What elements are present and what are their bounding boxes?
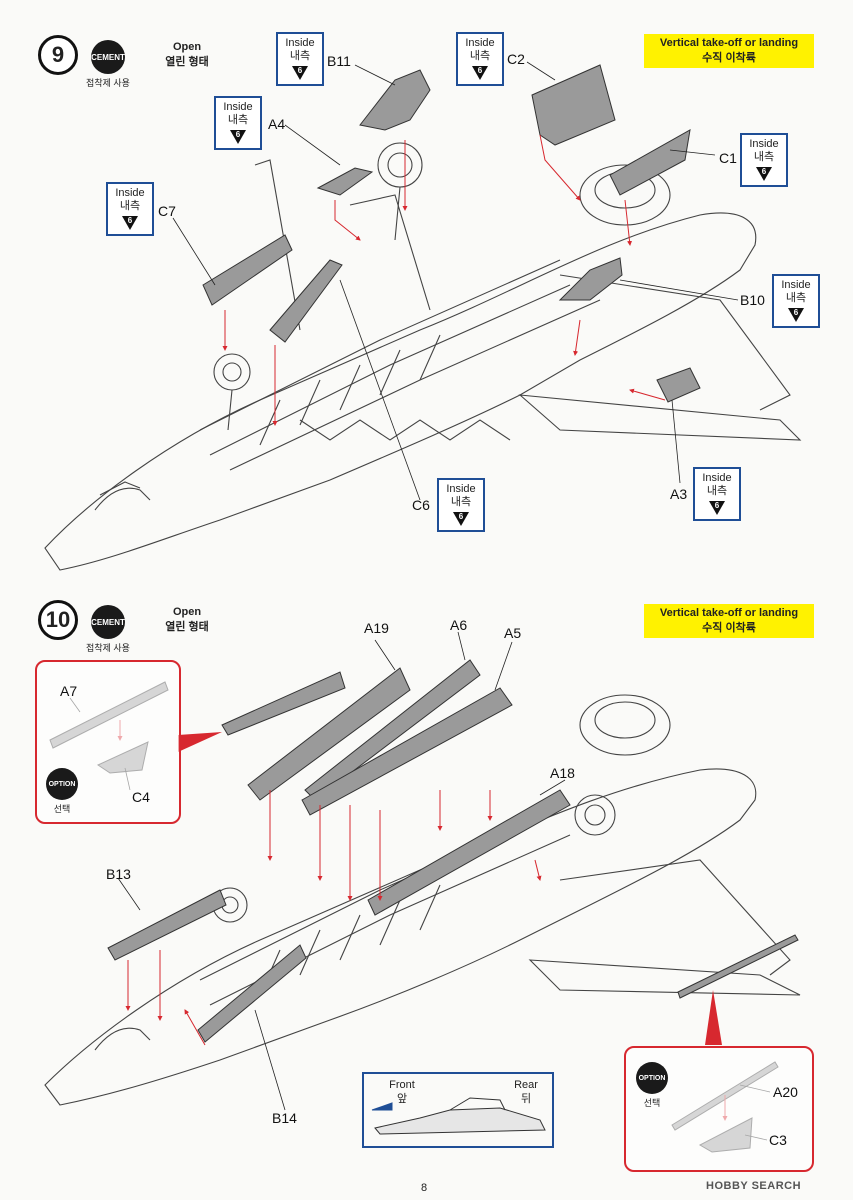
vtol-note-step9: Vertical take-off or landing 수직 이착륙 — [644, 34, 814, 68]
part-label-c3: C3 — [769, 1132, 787, 1148]
open-label-step10: Open 열린 형태 — [162, 605, 212, 635]
part-label-b13: B13 — [106, 866, 131, 882]
cement-note: 접착제 사용 — [86, 78, 130, 88]
cement-note: 접착제 사용 — [86, 643, 130, 653]
part-label-b14: B14 — [272, 1110, 297, 1126]
cement-step9: CEMENT 접착제 사용 — [86, 40, 130, 89]
step-9-number: 9 — [38, 35, 78, 75]
open-label-step9: Open 열린 형태 — [162, 40, 212, 70]
part-label-a18: A18 — [550, 765, 575, 781]
cement-icon: CEMENT — [91, 40, 125, 74]
vtol-ko: 수직 이착륙 — [702, 622, 756, 634]
step9-aircraft — [44, 142, 802, 571]
part-label-c1: C1 — [719, 150, 737, 166]
watermark: HOBBY SEARCH — [706, 1180, 802, 1192]
part-label-b11: B11 — [327, 53, 351, 69]
part-label-a4: A4 — [268, 116, 286, 132]
part-label-c7: C7 — [158, 203, 176, 219]
option-icon: OPTION — [46, 768, 78, 800]
part-label-a3: A3 — [670, 486, 688, 502]
open-en: Open — [172, 41, 202, 53]
front-rear-box — [362, 1072, 554, 1148]
open-ko: 열린 형태 — [165, 56, 209, 68]
part-label-a5: A5 — [504, 625, 522, 641]
cement-icon: CEMENT — [91, 605, 125, 639]
vtol-note-step10: Vertical take-off or landing 수직 이착륙 — [644, 604, 814, 638]
callout-pointer-a7 — [178, 732, 222, 752]
part-label-c4: C4 — [132, 789, 150, 805]
front-rear-diagram — [371, 1097, 546, 1135]
cement-step10: CEMENT 접착제 사용 — [86, 605, 130, 654]
part-label-a20: A20 — [773, 1084, 798, 1100]
vtol-en: Vertical take-off or landing — [659, 37, 799, 49]
option-note: 선택 — [53, 804, 71, 814]
vtol-en: Vertical take-off or landing — [659, 607, 799, 619]
part-label-b10: B10 — [740, 292, 765, 308]
part-label-c6: C6 — [412, 497, 430, 513]
part-label-a7: A7 — [60, 683, 78, 699]
option-badge: OPTION 선택 — [632, 1062, 672, 1109]
open-en: Open — [172, 606, 202, 618]
open-ko: 열린 형태 — [165, 621, 209, 633]
part-label-c2: C2 — [507, 51, 525, 67]
option-note: 선택 — [643, 1098, 661, 1108]
step-10-number: 10 — [38, 600, 78, 640]
step9-parts — [202, 64, 701, 403]
option-badge: OPTION 선택 — [42, 768, 82, 815]
option-icon: OPTION — [636, 1062, 668, 1094]
part-label-a19: A19 — [364, 620, 389, 636]
callout-pointer-a20 — [705, 990, 722, 1045]
part-label-a6: A6 — [450, 617, 468, 633]
vtol-ko: 수직 이착륙 — [702, 52, 756, 64]
page-number: 8 — [421, 1182, 428, 1194]
